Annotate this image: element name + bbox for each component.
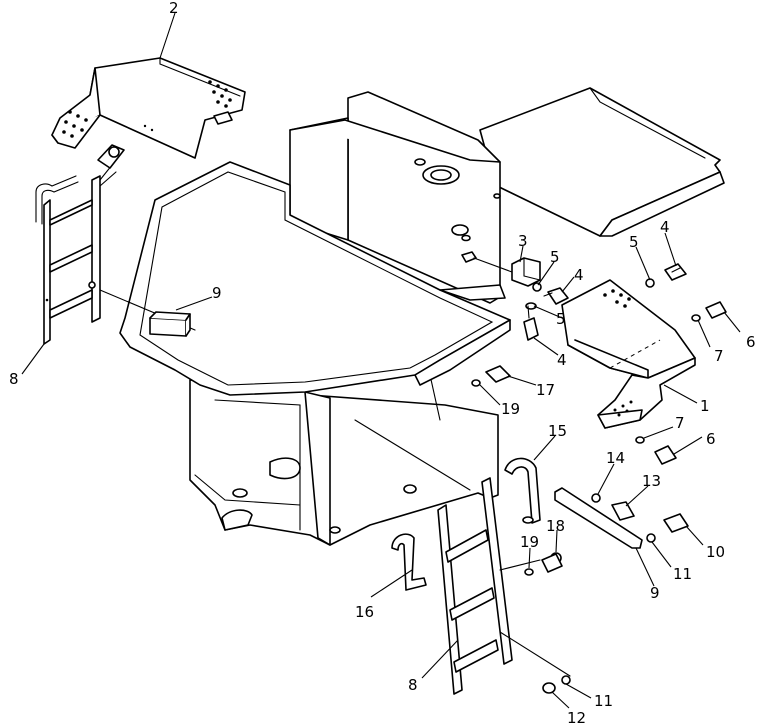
callout-16: 16 xyxy=(355,603,374,621)
callout-10: 10 xyxy=(706,543,725,561)
callout-6: 6 xyxy=(746,333,756,351)
callout-5: 5 xyxy=(629,233,639,251)
handrail-part-15 xyxy=(504,457,541,524)
bolts-upper-center xyxy=(523,282,569,341)
leader-lines xyxy=(21,12,741,709)
callout-3: 3 xyxy=(518,232,528,250)
right-ladder-part-8 xyxy=(437,477,571,695)
callout-8: 8 xyxy=(408,676,418,694)
left-bar-part-9 xyxy=(149,311,191,337)
callout-7: 7 xyxy=(675,414,685,432)
callout-14: 14 xyxy=(606,449,625,467)
callout-18: 18 xyxy=(546,517,565,535)
fasteners-right xyxy=(471,263,727,465)
callout-4: 4 xyxy=(557,351,567,369)
callouts: 2 8 9 3 5 4 5 4 5 4 6 7 1 17 19 7 6 15 1… xyxy=(9,0,756,727)
callout-4: 4 xyxy=(574,266,584,284)
callout-5: 5 xyxy=(550,248,560,266)
step-cover-part-2 xyxy=(51,57,246,159)
callout-5: 5 xyxy=(556,310,566,328)
callout-2: 2 xyxy=(169,0,179,17)
callout-15: 15 xyxy=(548,422,567,440)
callout-9: 9 xyxy=(212,284,222,302)
callout-7: 7 xyxy=(714,347,724,365)
callout-11: 11 xyxy=(594,692,613,710)
bracket-part-3 xyxy=(473,257,541,287)
callout-1: 1 xyxy=(700,397,710,415)
callout-6: 6 xyxy=(706,430,716,448)
callout-13: 13 xyxy=(642,472,661,490)
callout-12: 12 xyxy=(567,709,586,727)
callout-19: 19 xyxy=(520,533,539,551)
callout-8: 8 xyxy=(9,370,19,388)
callout-9: 9 xyxy=(650,584,660,602)
right-bar-part-9 xyxy=(554,487,689,549)
callout-4: 4 xyxy=(660,218,670,236)
callout-19: 19 xyxy=(501,400,520,418)
right-step-part-1 xyxy=(561,279,696,429)
main-frame xyxy=(119,87,725,546)
callout-11: 11 xyxy=(673,565,692,583)
handrail-part-16 xyxy=(391,533,427,591)
callout-17: 17 xyxy=(536,381,555,399)
